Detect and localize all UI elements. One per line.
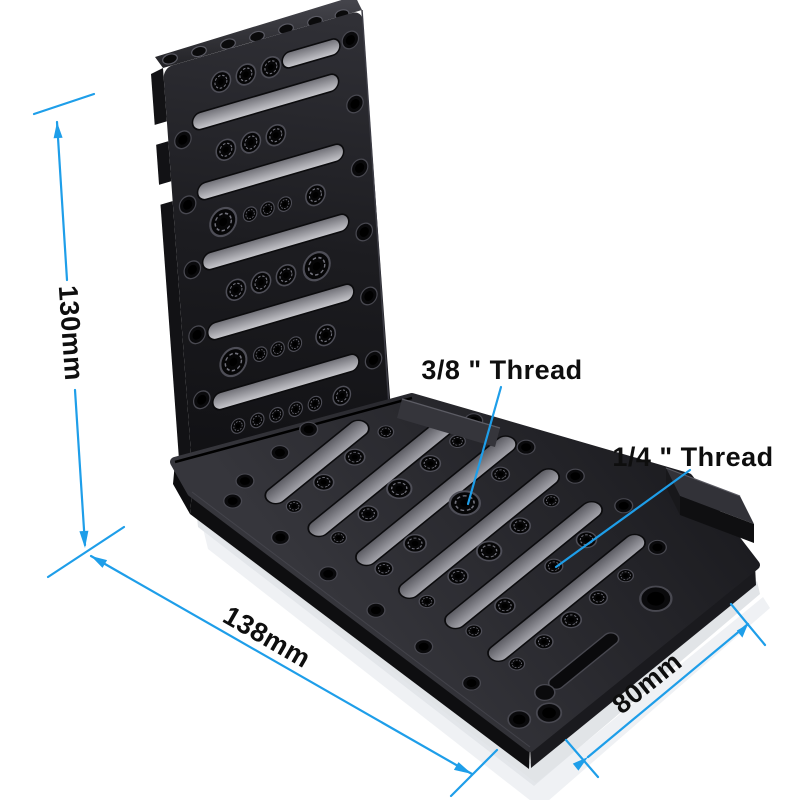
- left-edge-notch: [151, 121, 169, 146]
- left-edge-notch: [155, 181, 173, 206]
- right-end-tab: [665, 467, 754, 543]
- keyhole-slot-end: [533, 684, 556, 702]
- horizontal-plate-holes: [219, 410, 680, 733]
- dimension-line: [55, 120, 69, 282]
- horizontal-plate-front-left-edge: [190, 492, 530, 769]
- thread-38-leader-line: [466, 385, 503, 506]
- dimension-length-138mm: [89, 554, 499, 798]
- extension-tick: [46, 525, 126, 579]
- thread-38-label: 3/8 " Thread: [421, 355, 582, 385]
- vertical-plate-right-edge-highlight: [361, 9, 391, 421]
- thread-14-label: 1/4 " Thread: [612, 442, 773, 472]
- extension-tick: [729, 602, 767, 647]
- vertical-plate: [151, 0, 392, 487]
- horizontal-plate-slots: [264, 419, 646, 663]
- dimension-width-80mm: [564, 602, 767, 779]
- dimension-line: [73, 388, 87, 547]
- dimension-line: [586, 622, 750, 759]
- extension-tick: [32, 92, 96, 116]
- vertical-plate-face: [163, 12, 392, 480]
- fold-line: [174, 396, 413, 464]
- extension-tick: [449, 748, 499, 798]
- extension-tick: [564, 738, 600, 779]
- height-dimension-label: 130mm: [53, 284, 90, 381]
- thread-14-leader-line: [554, 468, 692, 569]
- horizontal-plate-features: [219, 410, 680, 733]
- dimension-height-130mm: [32, 92, 126, 579]
- dimension-annotations: [32, 92, 767, 798]
- arrowheads: [53, 122, 748, 774]
- horizontal-plate: [170, 393, 760, 769]
- vertical-plate-left-edge: [151, 68, 193, 487]
- vertical-plate-slots: [191, 38, 360, 465]
- dimension-line: [89, 554, 474, 776]
- back-edge-rail: [397, 398, 501, 447]
- front-edge-highlight: [191, 491, 531, 748]
